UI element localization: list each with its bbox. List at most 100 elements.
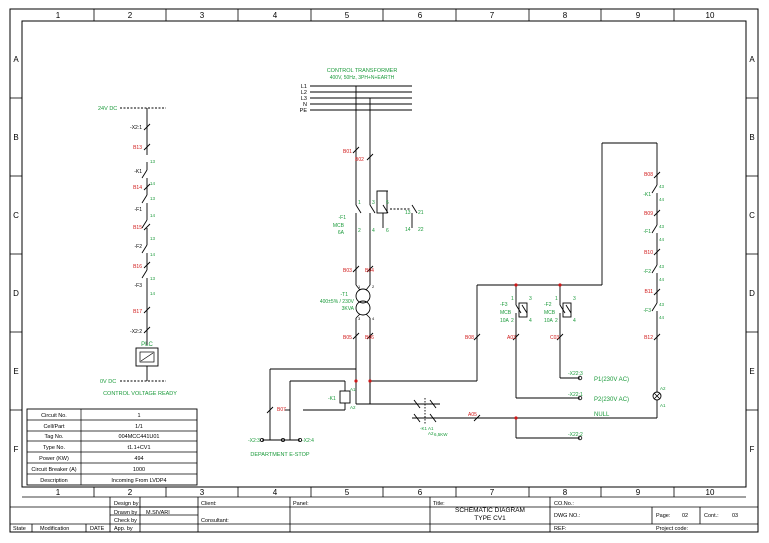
plc-coil-icon bbox=[139, 351, 155, 363]
pin-label: 43 bbox=[659, 302, 665, 307]
tb-value: 03 bbox=[732, 513, 738, 519]
row-label: F bbox=[14, 445, 19, 454]
bus-label: L3 bbox=[301, 96, 307, 102]
pin-label: 13 bbox=[405, 210, 411, 216]
drawing-title: SCHEMATIC DIAGRAM bbox=[455, 507, 525, 514]
info-label: Tag No. bbox=[45, 434, 64, 440]
tb-label: State bbox=[13, 526, 26, 532]
row-label: E bbox=[749, 367, 754, 376]
output-label: P2(230V AC) bbox=[594, 397, 629, 403]
pin-label: 14 bbox=[150, 213, 156, 218]
bus-labels: L1 L2 L3 N PE bbox=[300, 84, 308, 114]
tb-label: Consultant: bbox=[201, 518, 229, 524]
terminal-icon bbox=[577, 375, 583, 381]
device-label: 10A bbox=[544, 318, 554, 324]
col-label: 1 bbox=[56, 11, 61, 20]
tb-label: CO.No.: bbox=[554, 501, 574, 507]
terminal-label: -X22:1 bbox=[568, 392, 583, 398]
left-circuit-wires bbox=[120, 107, 166, 382]
tb-value: M.SIVARI bbox=[146, 510, 170, 516]
device-label: -K1 bbox=[328, 396, 336, 402]
info-label: Power (KW) bbox=[39, 456, 69, 462]
row-label: A bbox=[13, 55, 19, 64]
device-label: 6A bbox=[338, 230, 345, 236]
device-label: -F1 bbox=[339, 215, 347, 221]
pin-label: 2 bbox=[372, 284, 375, 289]
row-label: D bbox=[13, 289, 19, 298]
drawing-title: TYPE CV1 bbox=[474, 515, 506, 522]
row-label: F bbox=[750, 445, 755, 454]
wire-number: B08 bbox=[644, 172, 653, 178]
device-label: -F3 bbox=[500, 302, 508, 308]
device-label: MCB bbox=[333, 223, 345, 229]
wire-number: B03 bbox=[343, 268, 352, 274]
zero-v-label: 0V DC bbox=[100, 379, 116, 385]
pin-label: 2 bbox=[555, 318, 558, 324]
wire-number: B16 bbox=[133, 264, 142, 270]
wire-number: B02 bbox=[355, 157, 364, 163]
col-label: 2 bbox=[128, 11, 133, 20]
info-label: Cell/Part bbox=[43, 424, 65, 430]
info-value: 004MCC441U01 bbox=[119, 434, 160, 440]
col-label: 7 bbox=[490, 488, 495, 497]
output-labels: -X22:3 P1(230V AC) -X22:1 P2(230V AC) NU… bbox=[568, 371, 629, 438]
bus-label: L2 bbox=[301, 90, 307, 96]
col-label: 8 bbox=[563, 11, 568, 20]
pin-label: 1 bbox=[555, 296, 558, 302]
wire-number: B11 bbox=[644, 289, 653, 295]
pin-label: A1 bbox=[350, 387, 356, 392]
outer-frame bbox=[9, 8, 759, 533]
col-label: 9 bbox=[636, 11, 641, 20]
pin-label: 21 bbox=[418, 210, 424, 216]
left-wire-numbers: B13 B14 B15 B16 B17 bbox=[133, 145, 142, 315]
terminal-label: -X22:2 bbox=[568, 432, 583, 438]
tb-label: Title: bbox=[433, 501, 445, 507]
pin-label: 44 bbox=[659, 315, 665, 320]
col-label: 5 bbox=[345, 488, 350, 497]
pin-label: A2 bbox=[660, 386, 666, 391]
grid-ticks bbox=[10, 9, 758, 498]
pin-label: A2 bbox=[350, 405, 356, 410]
k1-coil-icon bbox=[339, 390, 351, 404]
row-label: C bbox=[13, 211, 19, 220]
mcb-wire-numbers: B08 A03 C03 bbox=[465, 335, 559, 341]
wire-number: B01 bbox=[343, 149, 352, 155]
wire-number: B14 bbox=[133, 185, 142, 191]
row-label: C bbox=[749, 211, 755, 220]
info-value: Incoming From LVDP4 bbox=[111, 478, 166, 484]
terminal-label: -X22:3 bbox=[568, 371, 583, 377]
info-label: Circuit Breaker (A) bbox=[31, 467, 76, 473]
transformer-title: CONTROL TRANSFORMER bbox=[327, 68, 398, 74]
row-label: E bbox=[13, 367, 18, 376]
pin-label: A1 bbox=[428, 426, 434, 431]
device-label: -K1 bbox=[134, 169, 142, 175]
device-label: MCB bbox=[544, 310, 556, 316]
pin-label: 13 bbox=[150, 236, 156, 241]
tb-label: App. by bbox=[114, 526, 133, 532]
tb-label: Cont.: bbox=[704, 513, 719, 519]
plc-input-box bbox=[135, 347, 159, 367]
device-label: -F3 bbox=[644, 308, 652, 314]
pin-label: 2 bbox=[511, 318, 514, 324]
junction-dots bbox=[354, 283, 562, 420]
wire-number: A05 bbox=[468, 412, 477, 418]
row-labels: A B C D E F A B C D E F bbox=[13, 55, 755, 454]
transformer-spec: 400V, 50Hz, 3PH+N+EARTH bbox=[330, 75, 395, 81]
bus-label: N bbox=[303, 102, 307, 108]
pin-label: 5 bbox=[386, 200, 389, 206]
col-label: 4 bbox=[273, 11, 278, 20]
wire-number: B15 bbox=[133, 225, 142, 231]
pin-label: 4 bbox=[372, 228, 375, 234]
right-pin-labels: 43 44 43 44 43 44 43 44 A2 A1 bbox=[659, 184, 666, 408]
pin-label: 13 bbox=[150, 196, 156, 201]
col-label: 2 bbox=[128, 488, 133, 497]
info-value: t1.1+CV1 bbox=[127, 445, 150, 451]
left-pin-labels: 13 14 13 14 13 14 13 14 bbox=[150, 159, 156, 296]
tb-label: Drawn by bbox=[114, 510, 137, 516]
pin-label: 14 bbox=[150, 291, 156, 296]
device-label: MCB bbox=[500, 310, 512, 316]
col-label: 8 bbox=[563, 488, 568, 497]
wire-number: B09 bbox=[644, 211, 653, 217]
pin-label: 1 bbox=[511, 296, 514, 302]
